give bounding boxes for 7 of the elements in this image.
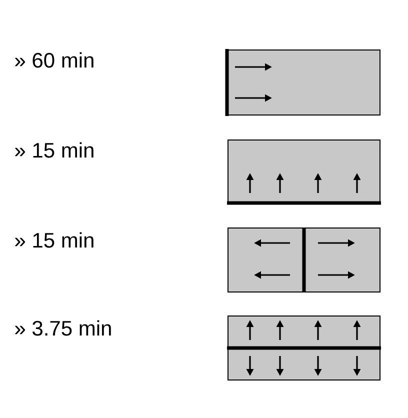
- sample-box: [228, 316, 380, 380]
- duration-label: » 60 min: [15, 52, 94, 68]
- sample-box: [228, 140, 380, 204]
- duration-label: » 15 min: [15, 142, 94, 158]
- duration-label: » 15 min: [15, 232, 94, 248]
- duration-label: » 3.75 min: [15, 320, 111, 336]
- sample-box: [228, 228, 380, 292]
